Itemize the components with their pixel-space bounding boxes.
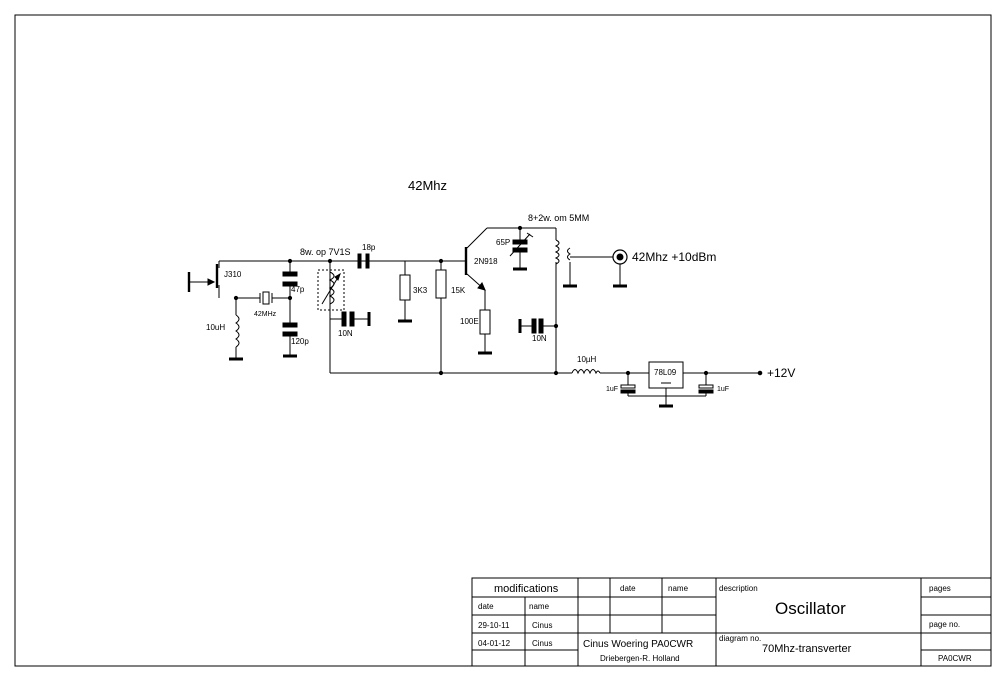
capacitor-18p: 18p — [357, 243, 376, 269]
cap-10n-left-label: 10N — [338, 329, 353, 338]
mod-row-2-date: 04-01-12 — [478, 639, 511, 648]
sheet-frame — [14, 14, 992, 667]
mod-row-1-date: 29-10-11 — [478, 621, 510, 630]
regulator-label: 78L09 — [654, 368, 677, 377]
capacitor-10n-left: 10N — [330, 311, 371, 338]
cap-1uf-left-label: 1uF — [606, 386, 618, 393]
cap-10n-right-label: 10N — [532, 334, 547, 343]
resistor-3k3: 3K3 — [398, 274, 428, 323]
description-value: Oscillator — [775, 599, 846, 618]
coil-7v1s: 8w. op 7V1S — [300, 247, 351, 311]
resistor-100e: 100E — [460, 309, 492, 355]
cap-120p-label: 120p — [291, 337, 309, 346]
date-col-header: date — [478, 602, 494, 611]
regulator-ground — [628, 395, 706, 408]
cap-1uf-right-label: 1uF — [717, 386, 729, 393]
cap-18p-label: 18p — [362, 243, 376, 252]
description-label: description — [719, 584, 758, 593]
jfet-label: J310 — [224, 270, 242, 279]
supply-label: +12V — [767, 366, 795, 380]
capacitor-120p: 120p — [282, 322, 309, 358]
crystal-42mhz: 42MHz — [254, 291, 277, 318]
modifications-header: modifications — [494, 583, 559, 595]
capacitor-10n-right: 10N — [518, 318, 547, 343]
capacitor-1uf-right: 1uF — [698, 384, 729, 394]
diagram-no-value: 70Mhz-transverter — [762, 643, 852, 655]
frequency-heading: 42Mhz — [408, 178, 447, 193]
crystal-label: 42MHz — [254, 311, 277, 318]
cap-47p-label: 47p — [291, 285, 305, 294]
location: Driebergen-R. Holland — [600, 654, 680, 663]
junction-dots — [233, 225, 709, 376]
regulator-78l09: 78L09 — [648, 361, 684, 389]
choke-label: 10µH — [577, 355, 597, 364]
trimmer-65p: 65P — [496, 232, 534, 271]
choke-10uh: 10µH — [571, 355, 601, 375]
name-col-header-2: name — [668, 584, 689, 593]
mod-row-2-name: Cinus — [532, 639, 552, 648]
res-15k-label: 15K — [451, 286, 466, 295]
mod-row-1-name: Cinus — [532, 621, 552, 630]
jfet-j310: J310 — [187, 264, 242, 292]
res-3k3-label: 3K3 — [413, 286, 428, 295]
capacitor-47p: 47p — [282, 271, 305, 294]
author: Cinus Woering PA0CWR — [583, 639, 693, 650]
title-block: modifications date name date name 29-10-… — [471, 577, 992, 667]
pages-label: pages — [929, 584, 951, 593]
name-col-header: name — [529, 602, 550, 611]
transistor-label: 2N918 — [474, 257, 498, 266]
supply-terminal: +12V — [757, 366, 795, 380]
inductor-10uh-label: 10uH — [206, 323, 225, 332]
output-connector: 42Mhz +10dBm — [612, 249, 716, 288]
capacitor-1uf-left: 1uF — [606, 384, 636, 394]
date-col-header-2: date — [620, 584, 636, 593]
trimmer-label: 65P — [496, 238, 510, 247]
inductor-10uh: 10uH — [206, 314, 243, 361]
res-100e-label: 100E — [460, 317, 479, 326]
page-no-label: page no. — [929, 620, 960, 629]
coil-7v1s-label: 8w. op 7V1S — [300, 247, 351, 257]
coil-5mm-label: 8+2w. om 5MM — [528, 213, 589, 223]
resistor-15k: 15K — [435, 269, 466, 299]
coil-5mm: 8+2w. om 5MM — [528, 213, 589, 288]
callsign: PA0CWR — [938, 654, 972, 663]
output-label: 42Mhz +10dBm — [632, 250, 716, 264]
transistor-2n918: 2N918 — [464, 247, 498, 291]
diagram-no-label: diagram no. — [719, 634, 761, 643]
